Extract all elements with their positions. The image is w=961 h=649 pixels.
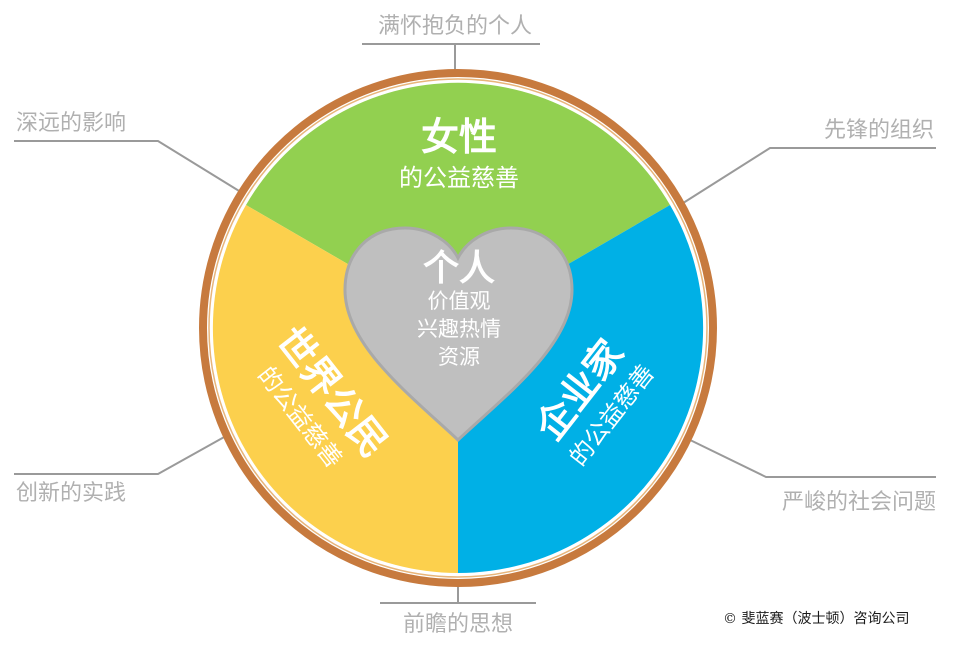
outer-label-upper-right: 先锋的组织: [824, 118, 934, 143]
outer-label-lower-left: 创新的实践: [16, 481, 126, 506]
heart-line-3: 资源: [438, 345, 480, 369]
outer-label-lower-right: 严峻的社会问题: [782, 490, 936, 515]
leader-line-lower-left: [14, 435, 227, 475]
heart-shape: [343, 226, 574, 443]
leader-line-upper-right: [679, 147, 936, 206]
leader-line-upper-left: [14, 140, 245, 195]
outer-label-top: 满怀抱负的个人: [378, 14, 532, 39]
outer-ring: [199, 69, 717, 587]
leader-line-lower-right: [685, 437, 936, 478]
heart-title: 个人: [423, 248, 495, 289]
leader-lines: [14, 43, 936, 604]
copyright-notice: © 斐蓝赛（波士顿）咨询公司: [723, 611, 910, 627]
outer-label-bottom: 前瞻的思想: [403, 612, 513, 637]
segment-women[interactable]: [246, 82, 670, 329]
women-subtitle: 的公益慈善: [399, 164, 519, 192]
heart-line-1: 价值观: [428, 289, 491, 313]
outer-label-upper-left: 深远的影响: [16, 111, 126, 136]
inner-ring: [208, 78, 708, 578]
heart-line-2: 兴趣热情: [417, 317, 501, 341]
women-title: 女性: [421, 115, 497, 159]
